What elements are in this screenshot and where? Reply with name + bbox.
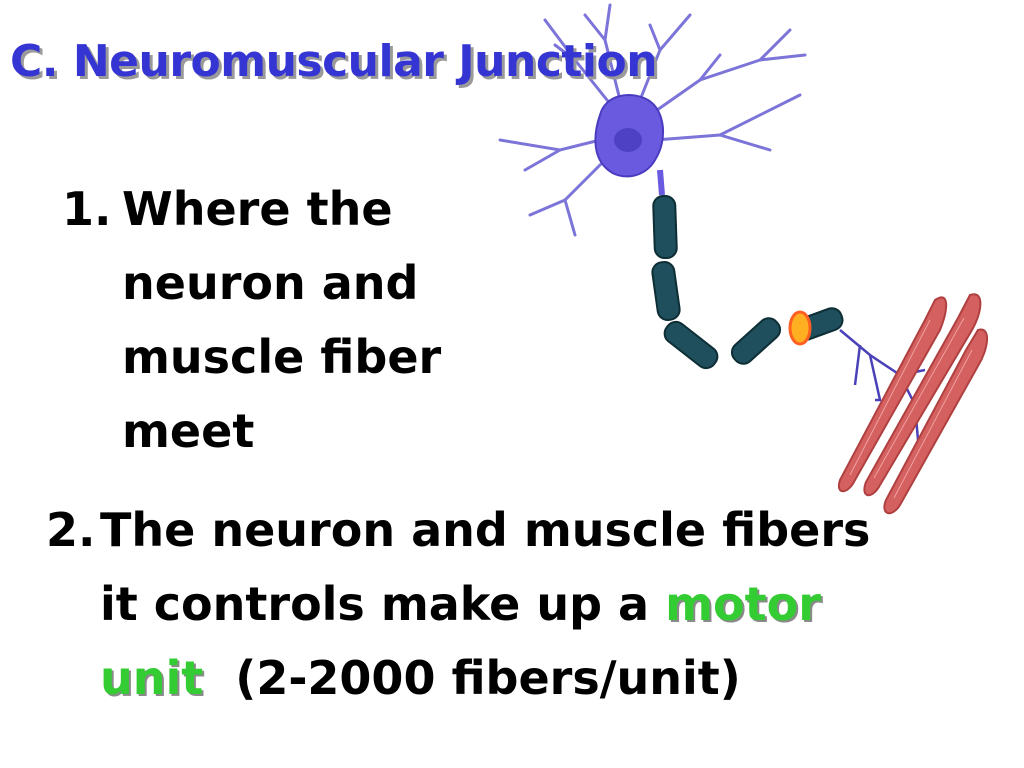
slide-title: C. Neuromuscular Junction: [10, 36, 658, 87]
bullet-point-1: 1. Where the neuron and muscle fiber mee…: [62, 172, 502, 468]
motor-highlight: motor: [665, 577, 821, 631]
unit-highlight: unit: [100, 651, 204, 705]
point2-line-3-text: (2-2000 fibers/unit): [203, 651, 741, 705]
neuron-muscle-illustration: [498, 3, 988, 515]
muscle-striations: [849, 317, 973, 499]
point2-line-2-text: it controls make up a: [100, 577, 666, 631]
dendrites: [498, 3, 807, 237]
nucleus: [614, 128, 642, 152]
muscle-fibers: [837, 293, 988, 515]
point2-line-1: The neuron and muscle fibers: [100, 503, 871, 557]
bullet-number-2: 2.: [46, 503, 96, 557]
point2-line-3: unit (2-2000 fibers/unit): [46, 641, 986, 715]
point1-line-2: neuron and: [122, 256, 419, 310]
bullet-number-1: 1.: [62, 182, 112, 236]
axon: [651, 169, 844, 370]
point1-line-4: meet: [122, 404, 255, 458]
bullet-point-2: 2. The neuron and muscle fibers it contr…: [46, 493, 986, 715]
point1-line-3: muscle fiber: [122, 330, 442, 384]
synapse-highlight: [788, 310, 812, 346]
point2-line-2: it controls make up a motor: [46, 567, 986, 641]
point1-line-1: Where the: [122, 182, 393, 236]
